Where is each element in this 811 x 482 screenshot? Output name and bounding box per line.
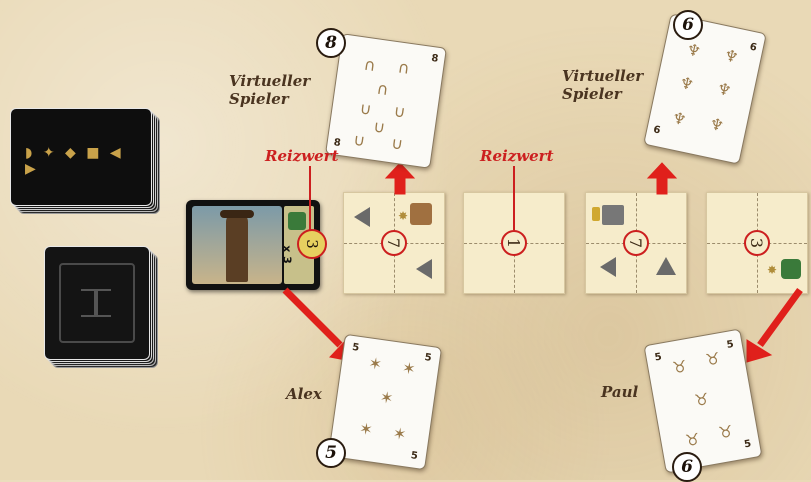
building-icon: [602, 205, 624, 225]
reizwert-badge: 3: [297, 229, 327, 259]
label-player-alex: Alex: [286, 385, 322, 403]
draw-deck-bottom[interactable]: [44, 246, 160, 372]
horseshoe-icon: ∪: [372, 116, 387, 138]
gem-icon: [781, 259, 801, 279]
tile-value: 7: [623, 230, 649, 256]
deck-bottom-top-card: [44, 246, 150, 360]
star-icon: ✶: [367, 353, 384, 375]
card-badge: 6: [673, 10, 703, 40]
star-icon: ✶: [391, 423, 408, 445]
gem-icon: [288, 212, 306, 230]
card-badge: 8: [316, 28, 346, 58]
ornament-frame-icon: [59, 263, 135, 343]
star-icon: ✶: [378, 387, 395, 409]
star-icon: ✶: [358, 418, 375, 440]
star-icon: ✶: [400, 358, 417, 379]
cactus-icon: ♆: [684, 39, 703, 62]
card-rank-top: 5: [653, 351, 663, 364]
label-reizwert-center: Reizwert: [480, 147, 554, 165]
virtual-player-card-right[interactable]: 6 6 ♆ ♆ ♆ ♆ ♆ ♆: [643, 13, 767, 165]
card-badge: 6: [672, 452, 702, 482]
cowboy-figure-icon: [226, 212, 248, 282]
arrow-up-right-head: [646, 162, 678, 179]
gear-icon: ✸: [398, 209, 409, 223]
character-portrait: [192, 206, 282, 284]
gear-icon: ✸: [767, 263, 778, 277]
horseshoe-icon: ∪: [390, 133, 405, 154]
label-virtual-player-left: Virtueller Spieler: [229, 72, 311, 108]
character-card[interactable]: x 3 3: [186, 200, 327, 290]
arrow-to-paul: [757, 287, 803, 348]
paul-card[interactable]: 5 5 5 ♉ ♉ ♉ ♉ ♉: [643, 328, 763, 474]
bull-skull-icon: ♉: [704, 348, 722, 370]
horseshoe-icon: ∪: [352, 129, 367, 151]
deck-top-card: ◗ ✦ ◆ ■ ◀ ▶: [10, 108, 152, 206]
card-rank-top-right: 5: [423, 352, 433, 364]
arrow-marker-icon: [656, 257, 676, 275]
cactus-icon: ♆: [707, 113, 726, 136]
cactus-icon: ♆: [677, 72, 696, 95]
tile-value: 3: [744, 230, 770, 256]
card-rank-top: 5: [351, 341, 360, 354]
arrow-to-alex: [282, 287, 343, 348]
label-reizwert-left: Reizwert: [265, 147, 339, 165]
label-virtual-player-right: Virtueller Spieler: [562, 67, 644, 103]
card-rank-top: 6: [748, 41, 758, 54]
tile-1[interactable]: ✸ 7: [343, 192, 445, 294]
card-rank-bottom: 5: [410, 450, 419, 463]
bull-skull-icon: ♉: [683, 429, 702, 451]
deck-symbols-icon: ◗ ✦ ◆ ■ ◀ ▶: [25, 145, 124, 177]
arrow-to-paul-head: [746, 339, 773, 363]
card-badge: 5: [316, 438, 346, 468]
horseshoe-icon: ∩: [375, 78, 390, 100]
bull-skull-icon: ♉: [693, 389, 711, 411]
draw-deck-top[interactable]: ◗ ✦ ◆ ■ ◀ ▶: [10, 108, 162, 218]
tile-value: 7: [381, 230, 407, 256]
multiplier-text: x 3: [280, 245, 294, 264]
tile-3[interactable]: 7: [585, 192, 687, 294]
reizwert-pointer-center: [513, 166, 515, 230]
bull-skull-icon: ♉: [671, 356, 689, 378]
horseshoe-icon: ∩: [362, 54, 377, 76]
coin-icon: [592, 207, 600, 221]
reizwert-pointer-left: [309, 166, 311, 230]
horseshoe-icon: ∪: [358, 98, 373, 119]
arrow-marker-icon: [600, 257, 616, 277]
card-rank-bottom: 6: [652, 124, 662, 137]
cactus-icon: ♆: [670, 108, 689, 130]
virtual-player-card-left[interactable]: 8 8 ∩ ∩ ∩ ∪ ∪ ∪ ∪ ∪: [325, 33, 447, 169]
card-rank-bottom: 5: [743, 438, 753, 451]
bull-skull-icon: ♉: [717, 421, 735, 443]
card-rank-top-right: 5: [725, 338, 735, 351]
cactus-icon: ♆: [722, 45, 741, 68]
resource-icon: [410, 203, 432, 225]
arrow-marker-icon: [416, 259, 432, 279]
tile-value: 1: [501, 230, 527, 256]
horseshoe-icon: ∩: [396, 57, 411, 78]
card-rank-top: 8: [430, 52, 440, 65]
cactus-icon: ♆: [715, 78, 734, 101]
arrow-marker-icon: [354, 207, 370, 227]
horseshoe-icon: ∪: [392, 101, 407, 122]
label-player-paul: Paul: [601, 383, 639, 401]
tile-4[interactable]: 3 ✸: [706, 192, 808, 294]
